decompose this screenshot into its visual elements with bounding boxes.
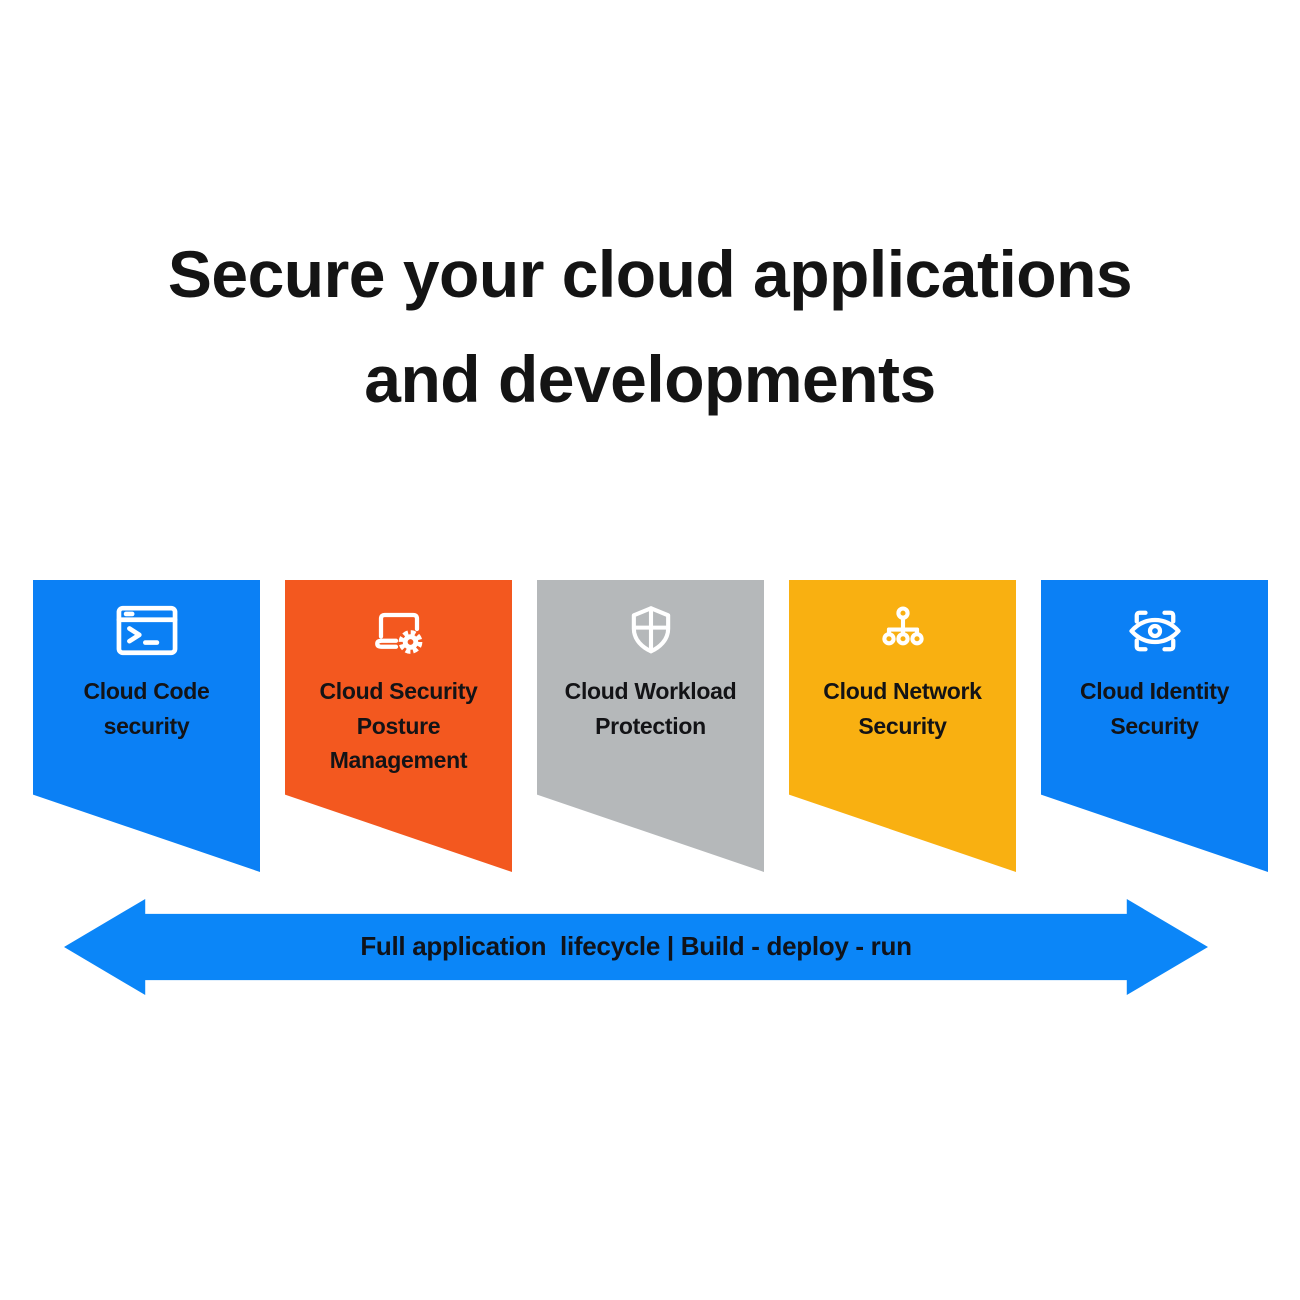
shield-cross-icon bbox=[622, 600, 680, 662]
banner-cloud-identity-security: Cloud Identity Security bbox=[1041, 580, 1268, 872]
page-title: Secure your cloud applications and devel… bbox=[0, 222, 1300, 432]
banner-cloud-code-security: Cloud Code security bbox=[33, 580, 260, 872]
banner-label: Cloud Code security bbox=[83, 678, 210, 739]
laptop-gear-icon bbox=[369, 600, 429, 662]
page-title-line2: and developments bbox=[364, 342, 936, 416]
banner-label: Cloud Workload Protection bbox=[564, 678, 737, 739]
banner-label: Cloud Identity Security bbox=[1079, 678, 1230, 739]
banner-cloud-workload-protection: Cloud Workload Protection bbox=[537, 580, 764, 872]
banner-cloud-security-posture-management: Cloud Security Posture Management bbox=[285, 580, 512, 872]
lifecycle-arrow: Full application lifecycle | Build - dep… bbox=[64, 899, 1208, 995]
banner-label: Cloud Network Security bbox=[823, 678, 982, 739]
banner-cloud-network-security: Cloud Network Security bbox=[789, 580, 1016, 872]
network-tree-icon bbox=[874, 600, 932, 662]
lifecycle-arrow-label: Full application lifecycle | Build - dep… bbox=[360, 930, 912, 961]
page-title-line1: Secure your cloud applications bbox=[167, 237, 1133, 311]
eye-scan-icon bbox=[1125, 600, 1185, 662]
terminal-window-icon bbox=[114, 600, 180, 662]
banner-label: Cloud Security Posture Management bbox=[319, 678, 478, 773]
